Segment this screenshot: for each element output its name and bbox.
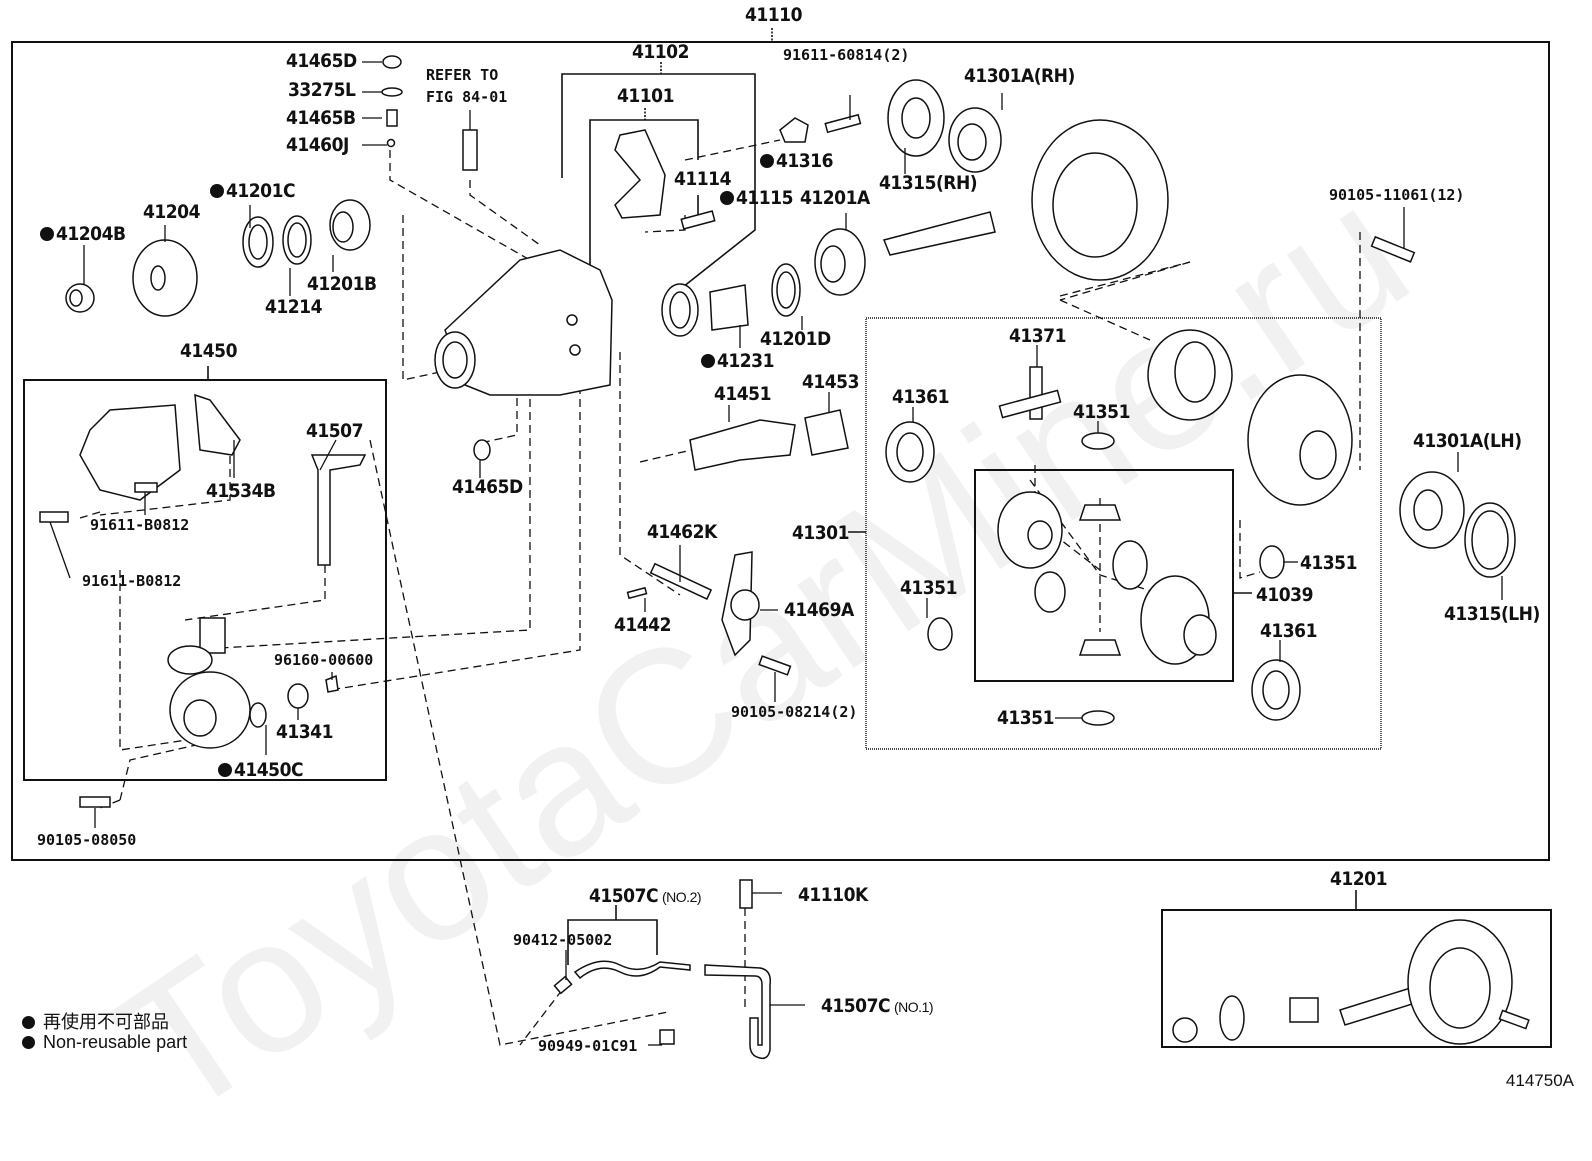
label-41507C-no1[interactable]: 41507C(NO.1) (821, 995, 934, 1017)
assembly-box-41110 (11, 41, 1550, 861)
label-41462K[interactable]: 41462K (647, 521, 717, 543)
non-reusable-dot-icon (22, 1036, 35, 1049)
label-41351-bottom[interactable]: 41351 (997, 707, 1054, 729)
label-41301[interactable]: 41301 (792, 522, 849, 544)
label-41110K[interactable]: 41110K (798, 884, 868, 906)
non-reusable-dot-icon (760, 154, 774, 168)
label-41301A-LH[interactable]: 41301A(LH) (1413, 430, 1522, 452)
label-90105-11061[interactable]: 90105-11061(12) (1329, 186, 1465, 204)
assembly-box-41301 (865, 317, 1382, 750)
label-41371[interactable]: 41371 (1009, 325, 1066, 347)
non-reusable-dot-icon (720, 191, 734, 205)
non-reusable-dot-icon (22, 1016, 35, 1029)
label-41115[interactable]: 41115 (720, 189, 793, 208)
label-41460J[interactable]: 41460J (286, 134, 349, 156)
label-41453[interactable]: 41453 (802, 371, 859, 393)
non-reusable-dot-icon (701, 354, 715, 368)
assembly-box-41039 (974, 469, 1234, 682)
label-41201B[interactable]: 41201B (307, 273, 377, 295)
label-41301A-RH[interactable]: 41301A(RH) (964, 65, 1075, 87)
label-41507[interactable]: 41507 (306, 420, 363, 442)
assembly-box-41450 (23, 379, 387, 781)
label-90412-05002[interactable]: 90412-05002 (513, 931, 613, 949)
label-41204B[interactable]: 41204B (40, 225, 126, 244)
non-reusable-dot-icon (210, 184, 224, 198)
parts-diagram (11, 28, 1552, 1060)
label-41534B[interactable]: 41534B (206, 480, 276, 502)
label-41465D-top[interactable]: 41465D (286, 50, 357, 72)
label-91611-B0812-b[interactable]: 91611-B0812 (82, 572, 182, 590)
label-41361-bottom[interactable]: 41361 (1260, 620, 1317, 642)
label-41465B[interactable]: 41465B (286, 107, 356, 129)
label-41469A[interactable]: 41469A (784, 599, 854, 621)
label-41201A[interactable]: 41201A (800, 187, 870, 209)
legend-en: Non-reusable part (22, 1032, 187, 1053)
legend-jp: 再使用不可部品 (22, 1008, 169, 1034)
label-41201C[interactable]: 41201C (210, 182, 296, 201)
label-90949-01C91[interactable]: 90949-01C91 (538, 1037, 638, 1055)
label-41315-LH[interactable]: 41315(LH) (1444, 603, 1540, 625)
refer-to-line1: REFER TO (426, 66, 499, 84)
refer-to-line2[interactable]: FIG 84-01 (426, 88, 508, 106)
label-41204[interactable]: 41204 (143, 201, 200, 223)
label-41201D[interactable]: 41201D (760, 328, 831, 350)
label-91611-60814[interactable]: 91611-60814(2) (783, 46, 910, 64)
label-41361-top[interactable]: 41361 (892, 386, 949, 408)
label-96160-00600[interactable]: 96160-00600 (274, 651, 374, 669)
label-41450C[interactable]: 41450C (218, 761, 304, 780)
carrier-housing (434, 249, 613, 396)
label-91611-B0812-a[interactable]: 91611-B0812 (90, 516, 190, 534)
label-41507C-no2[interactable]: 41507C(NO.2) (589, 885, 702, 907)
label-41101[interactable]: 41101 (617, 85, 674, 107)
label-41316[interactable]: 41316 (760, 152, 833, 171)
label-41450[interactable]: 41450 (180, 340, 237, 362)
label-41114[interactable]: 41114 (674, 168, 731, 190)
label-41110[interactable]: 41110 (745, 4, 802, 26)
label-41442[interactable]: 41442 (614, 614, 671, 636)
label-41231[interactable]: 41231 (701, 352, 774, 371)
label-41315-RH[interactable]: 41315(RH) (879, 172, 978, 194)
label-41351-right[interactable]: 41351 (1300, 552, 1357, 574)
label-41351-left[interactable]: 41351 (900, 577, 957, 599)
label-41451[interactable]: 41451 (714, 383, 771, 405)
label-41351-top[interactable]: 41351 (1073, 401, 1130, 423)
non-reusable-dot-icon (40, 227, 54, 241)
label-90105-08214[interactable]: 90105-08214(2) (731, 703, 858, 721)
figure-id: 414750A (1505, 1071, 1574, 1090)
label-90105-08050[interactable]: 90105-08050 (37, 831, 137, 849)
non-reusable-dot-icon (218, 763, 232, 777)
label-41201-kit[interactable]: 41201 (1330, 868, 1387, 890)
label-41465D-mid[interactable]: 41465D (452, 476, 523, 498)
label-41039[interactable]: 41039 (1256, 584, 1313, 606)
label-33275L[interactable]: 33275L (288, 79, 356, 101)
label-41214[interactable]: 41214 (265, 296, 322, 318)
label-41341[interactable]: 41341 (276, 721, 333, 743)
label-41102[interactable]: 41102 (632, 41, 689, 63)
